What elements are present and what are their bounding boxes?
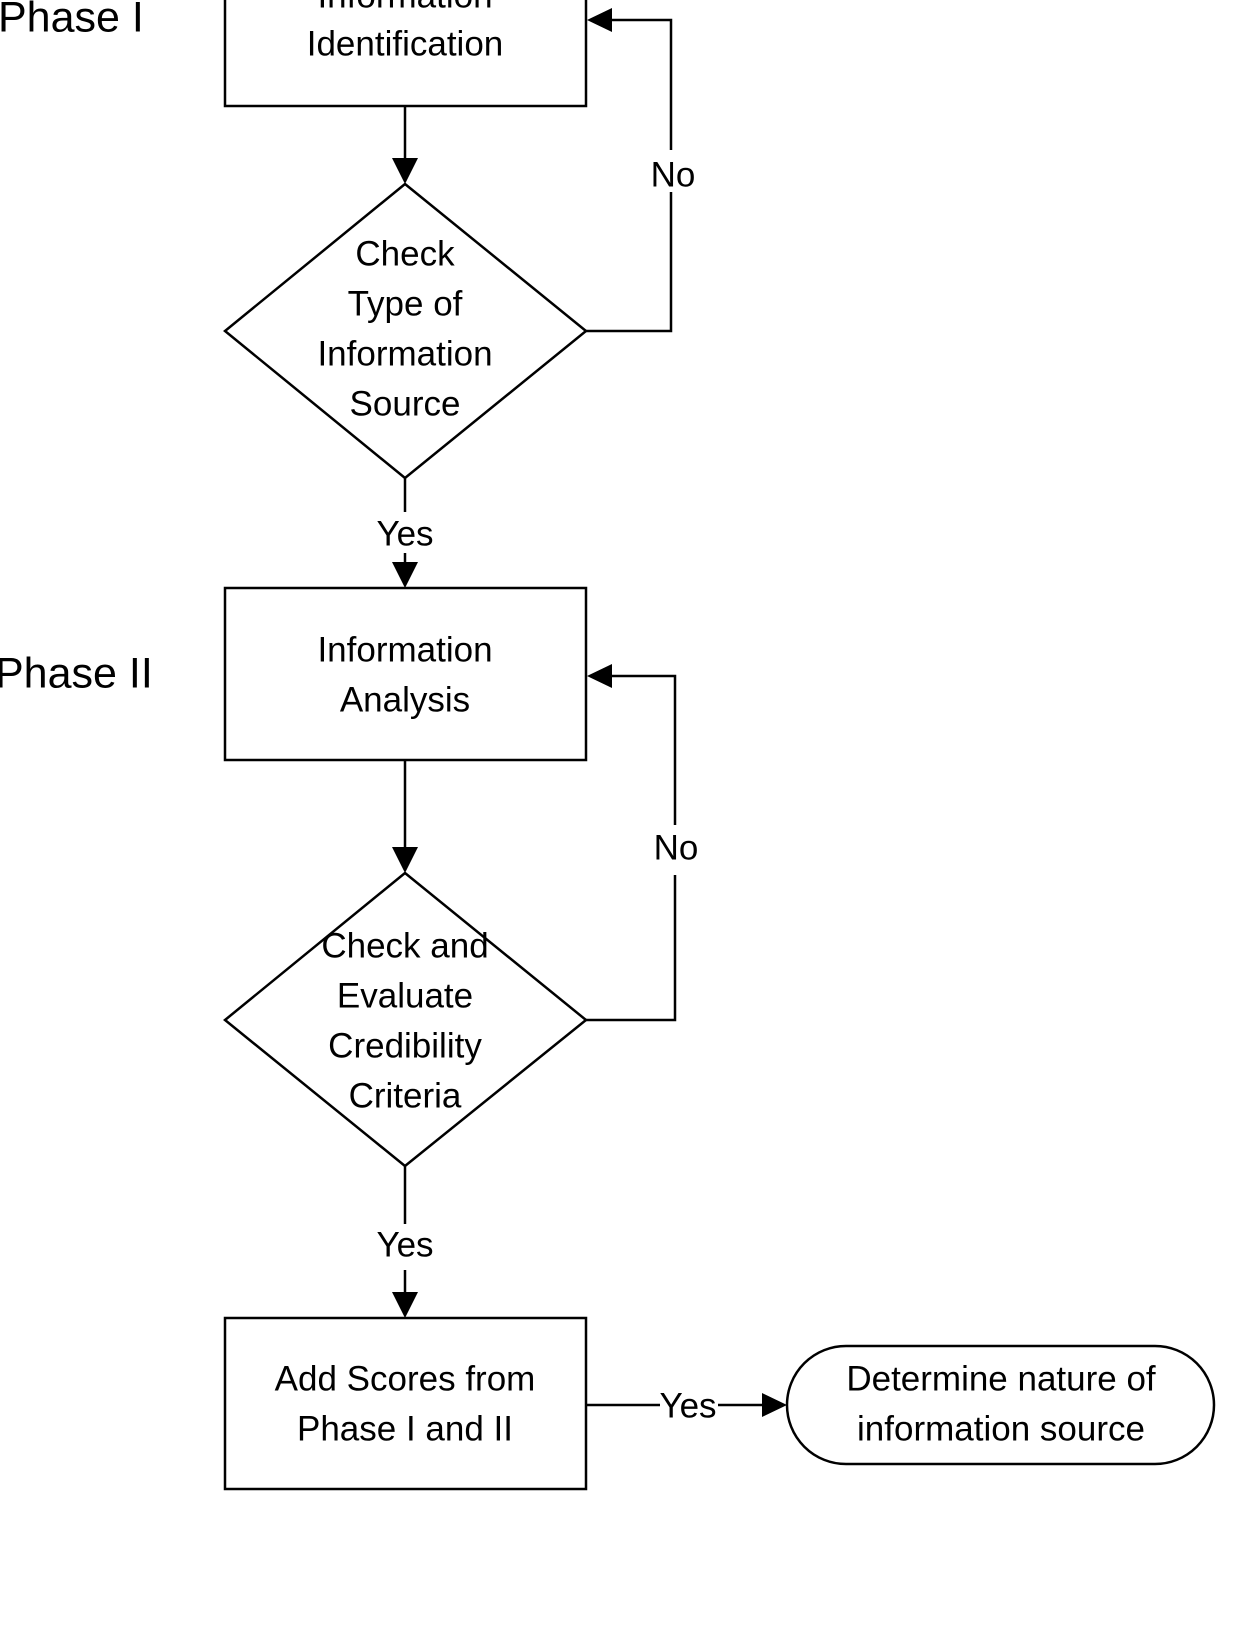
node-label-line: information source — [857, 1409, 1145, 1448]
edge-identification-to-check-type — [392, 106, 418, 184]
node-label-line: Type of — [348, 284, 463, 323]
edge-label-yes-2: Yes — [376, 1225, 433, 1264]
node-label-line: Evaluate — [337, 976, 473, 1015]
edge-check-type-yes — [392, 478, 418, 588]
node-label-line: Check and — [321, 926, 488, 965]
node-label-line: Phase I and II — [297, 1409, 513, 1448]
node-label-line: Criteria — [349, 1076, 462, 1115]
edge-check-type-no-loop — [586, 8, 673, 333]
edge-credibility-yes — [392, 1166, 418, 1318]
phase-1-label: Phase I — [0, 0, 144, 41]
node-label-line: Source — [350, 384, 461, 423]
edge-analysis-to-check-credibility — [392, 760, 418, 873]
node-label-line: Information — [317, 630, 492, 669]
node-label-line: Analysis — [340, 680, 470, 719]
node-information-analysis: Information Analysis — [223, 586, 588, 762]
edge-add-scores-to-determine — [586, 1393, 787, 1417]
node-information-identification: Information Identification — [223, 0, 588, 108]
edge-label-yes-3: Yes — [659, 1386, 716, 1425]
node-check-credibility-decision: Check and Evaluate Credibility Criteria — [223, 871, 588, 1168]
edge-label-no-1: No — [651, 155, 696, 194]
node-add-scores: Add Scores from Phase I and II — [223, 1316, 588, 1491]
node-label-line: Add Scores from — [275, 1359, 536, 1398]
edge-label-no-2: No — [654, 828, 699, 867]
node-check-type-decision: Check Type of Information Source — [223, 182, 588, 480]
node-determine-nature-terminal: Determine nature of information source — [785, 1344, 1216, 1466]
node-label-line: Information — [317, 0, 492, 15]
phase-2-label: Phase II — [0, 649, 153, 697]
node-label-line: Identification — [307, 24, 504, 63]
node-label-line: Credibility — [328, 1026, 482, 1065]
node-label-line: Information — [317, 334, 492, 373]
edge-label-yes-1: Yes — [376, 514, 433, 553]
node-label-line: Determine nature of — [846, 1359, 1156, 1398]
edge-credibility-no-loop — [586, 664, 677, 1022]
node-label-line: Check — [355, 234, 455, 273]
